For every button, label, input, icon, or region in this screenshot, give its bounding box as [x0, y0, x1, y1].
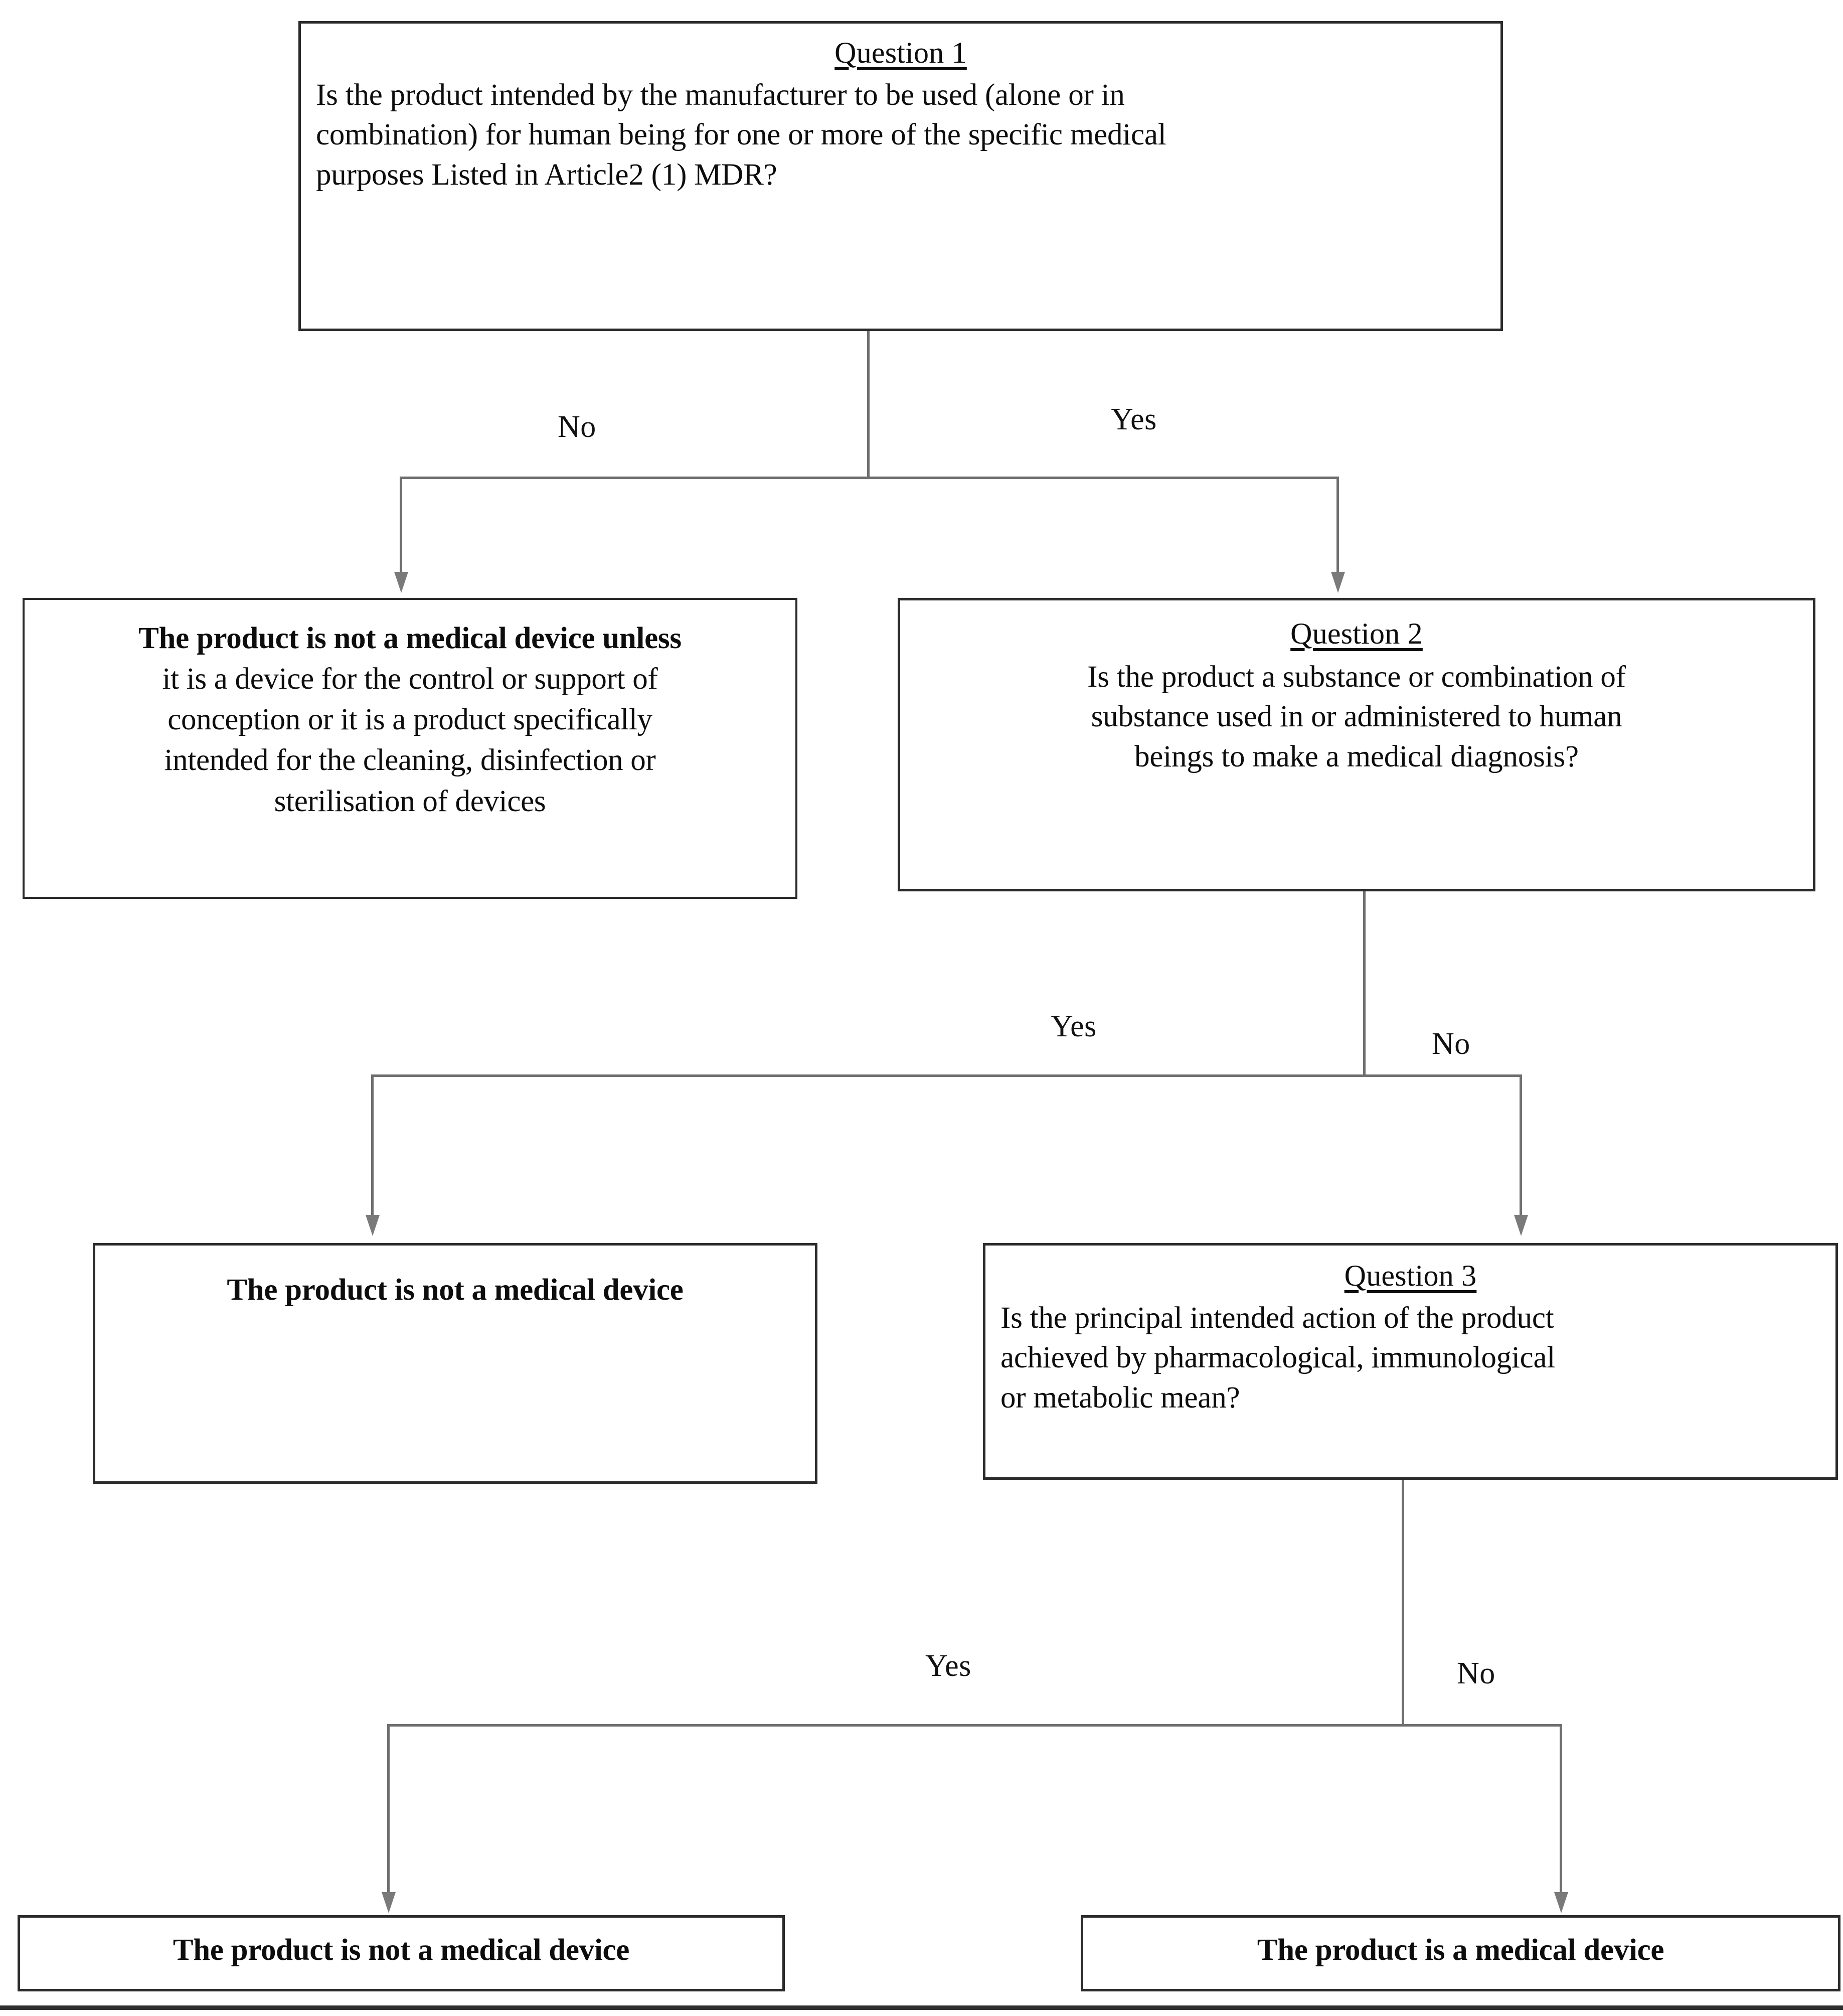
arrowhead-q1-yes: [1331, 572, 1345, 593]
connector-q1-no: [400, 477, 402, 577]
not-device-bottom-line-1: The product is not a medical device: [173, 1933, 630, 1967]
question-1-line-3: purposes Listed in Article2 (1) MDR?: [316, 158, 777, 192]
not-device-middle-line-1: The product is not a medical device: [227, 1273, 684, 1307]
arrowhead-q2-yes: [366, 1215, 380, 1236]
connector-q1-split: [400, 477, 1339, 479]
edge-label-q2-no: No: [1432, 1027, 1470, 1061]
not-device-unless-line-3: conception or it is a product specifical…: [167, 703, 652, 737]
node-not-a-medical-device-middle[interactable]: The product is not a medical device: [93, 1243, 817, 1484]
node-question-3[interactable]: Question 3 Is the principal intended act…: [983, 1243, 1838, 1480]
arrowhead-q3-yes: [382, 1892, 396, 1913]
connector-q3-no: [1560, 1724, 1562, 1897]
connector-q3-split: [387, 1724, 1562, 1727]
connector-q2-split: [371, 1074, 1522, 1077]
connector-q3-yes: [387, 1724, 390, 1897]
edge-label-q1-no: No: [558, 410, 596, 444]
question-3-line-2: achieved by pharmacological, immunologic…: [1000, 1341, 1556, 1375]
connector-q2-stem: [1363, 891, 1366, 1076]
connector-q2-no: [1520, 1074, 1522, 1220]
page-bottom-rule: [0, 2005, 1843, 2010]
not-device-unless-line-2: it is a device for the control or suppor…: [162, 662, 658, 696]
connector-q3-stem: [1402, 1480, 1404, 1726]
node-not-a-medical-device-unless[interactable]: The product is not a medical device unle…: [23, 598, 797, 899]
question-1-line-1: Is the product intended by the manufactu…: [316, 78, 1125, 112]
edge-label-q2-yes: Yes: [1051, 1009, 1097, 1043]
node-question-2[interactable]: Question 2 Is the product a substance or…: [898, 598, 1815, 891]
question-1-title: Question 1: [834, 36, 967, 69]
connector-q1-stem: [867, 331, 870, 478]
node-question-1[interactable]: Question 1 Is the product intended by th…: [298, 21, 1503, 331]
not-device-unless-line-5: sterilisation of devices: [274, 784, 546, 818]
not-device-unless-line-4: intended for the cleaning, disinfection …: [164, 743, 656, 778]
question-3-line-1: Is the principal intended action of the …: [1000, 1301, 1554, 1335]
is-device-bottom-line-1: The product is a medical device: [1257, 1933, 1664, 1967]
question-2-line-2: substance used in or administered to hum…: [1091, 700, 1622, 734]
question-1-line-2: combination) for human being for one or …: [316, 118, 1166, 152]
question-2-title: Question 2: [1290, 617, 1423, 650]
arrowhead-q2-no: [1514, 1215, 1528, 1236]
arrowhead-q3-no: [1554, 1892, 1568, 1913]
arrowhead-q1-no: [394, 572, 408, 593]
question-2-line-1: Is the product a substance or combinatio…: [1087, 660, 1626, 694]
edge-label-q1-yes: Yes: [1111, 402, 1157, 436]
connector-q1-yes: [1336, 477, 1339, 577]
connector-q2-yes: [371, 1074, 374, 1220]
question-3-line-3: or metabolic mean?: [1000, 1380, 1240, 1415]
edge-label-q3-no: No: [1457, 1656, 1495, 1690]
node-is-a-medical-device-bottom[interactable]: The product is a medical device: [1081, 1915, 1840, 1991]
question-3-title: Question 3: [1344, 1259, 1477, 1292]
edge-label-q3-yes: Yes: [925, 1649, 971, 1683]
not-device-unless-line-1: The product is not a medical device unle…: [138, 622, 682, 655]
question-2-line-3: beings to make a medical diagnosis?: [1134, 739, 1579, 773]
node-not-a-medical-device-bottom[interactable]: The product is not a medical device: [18, 1915, 785, 1991]
